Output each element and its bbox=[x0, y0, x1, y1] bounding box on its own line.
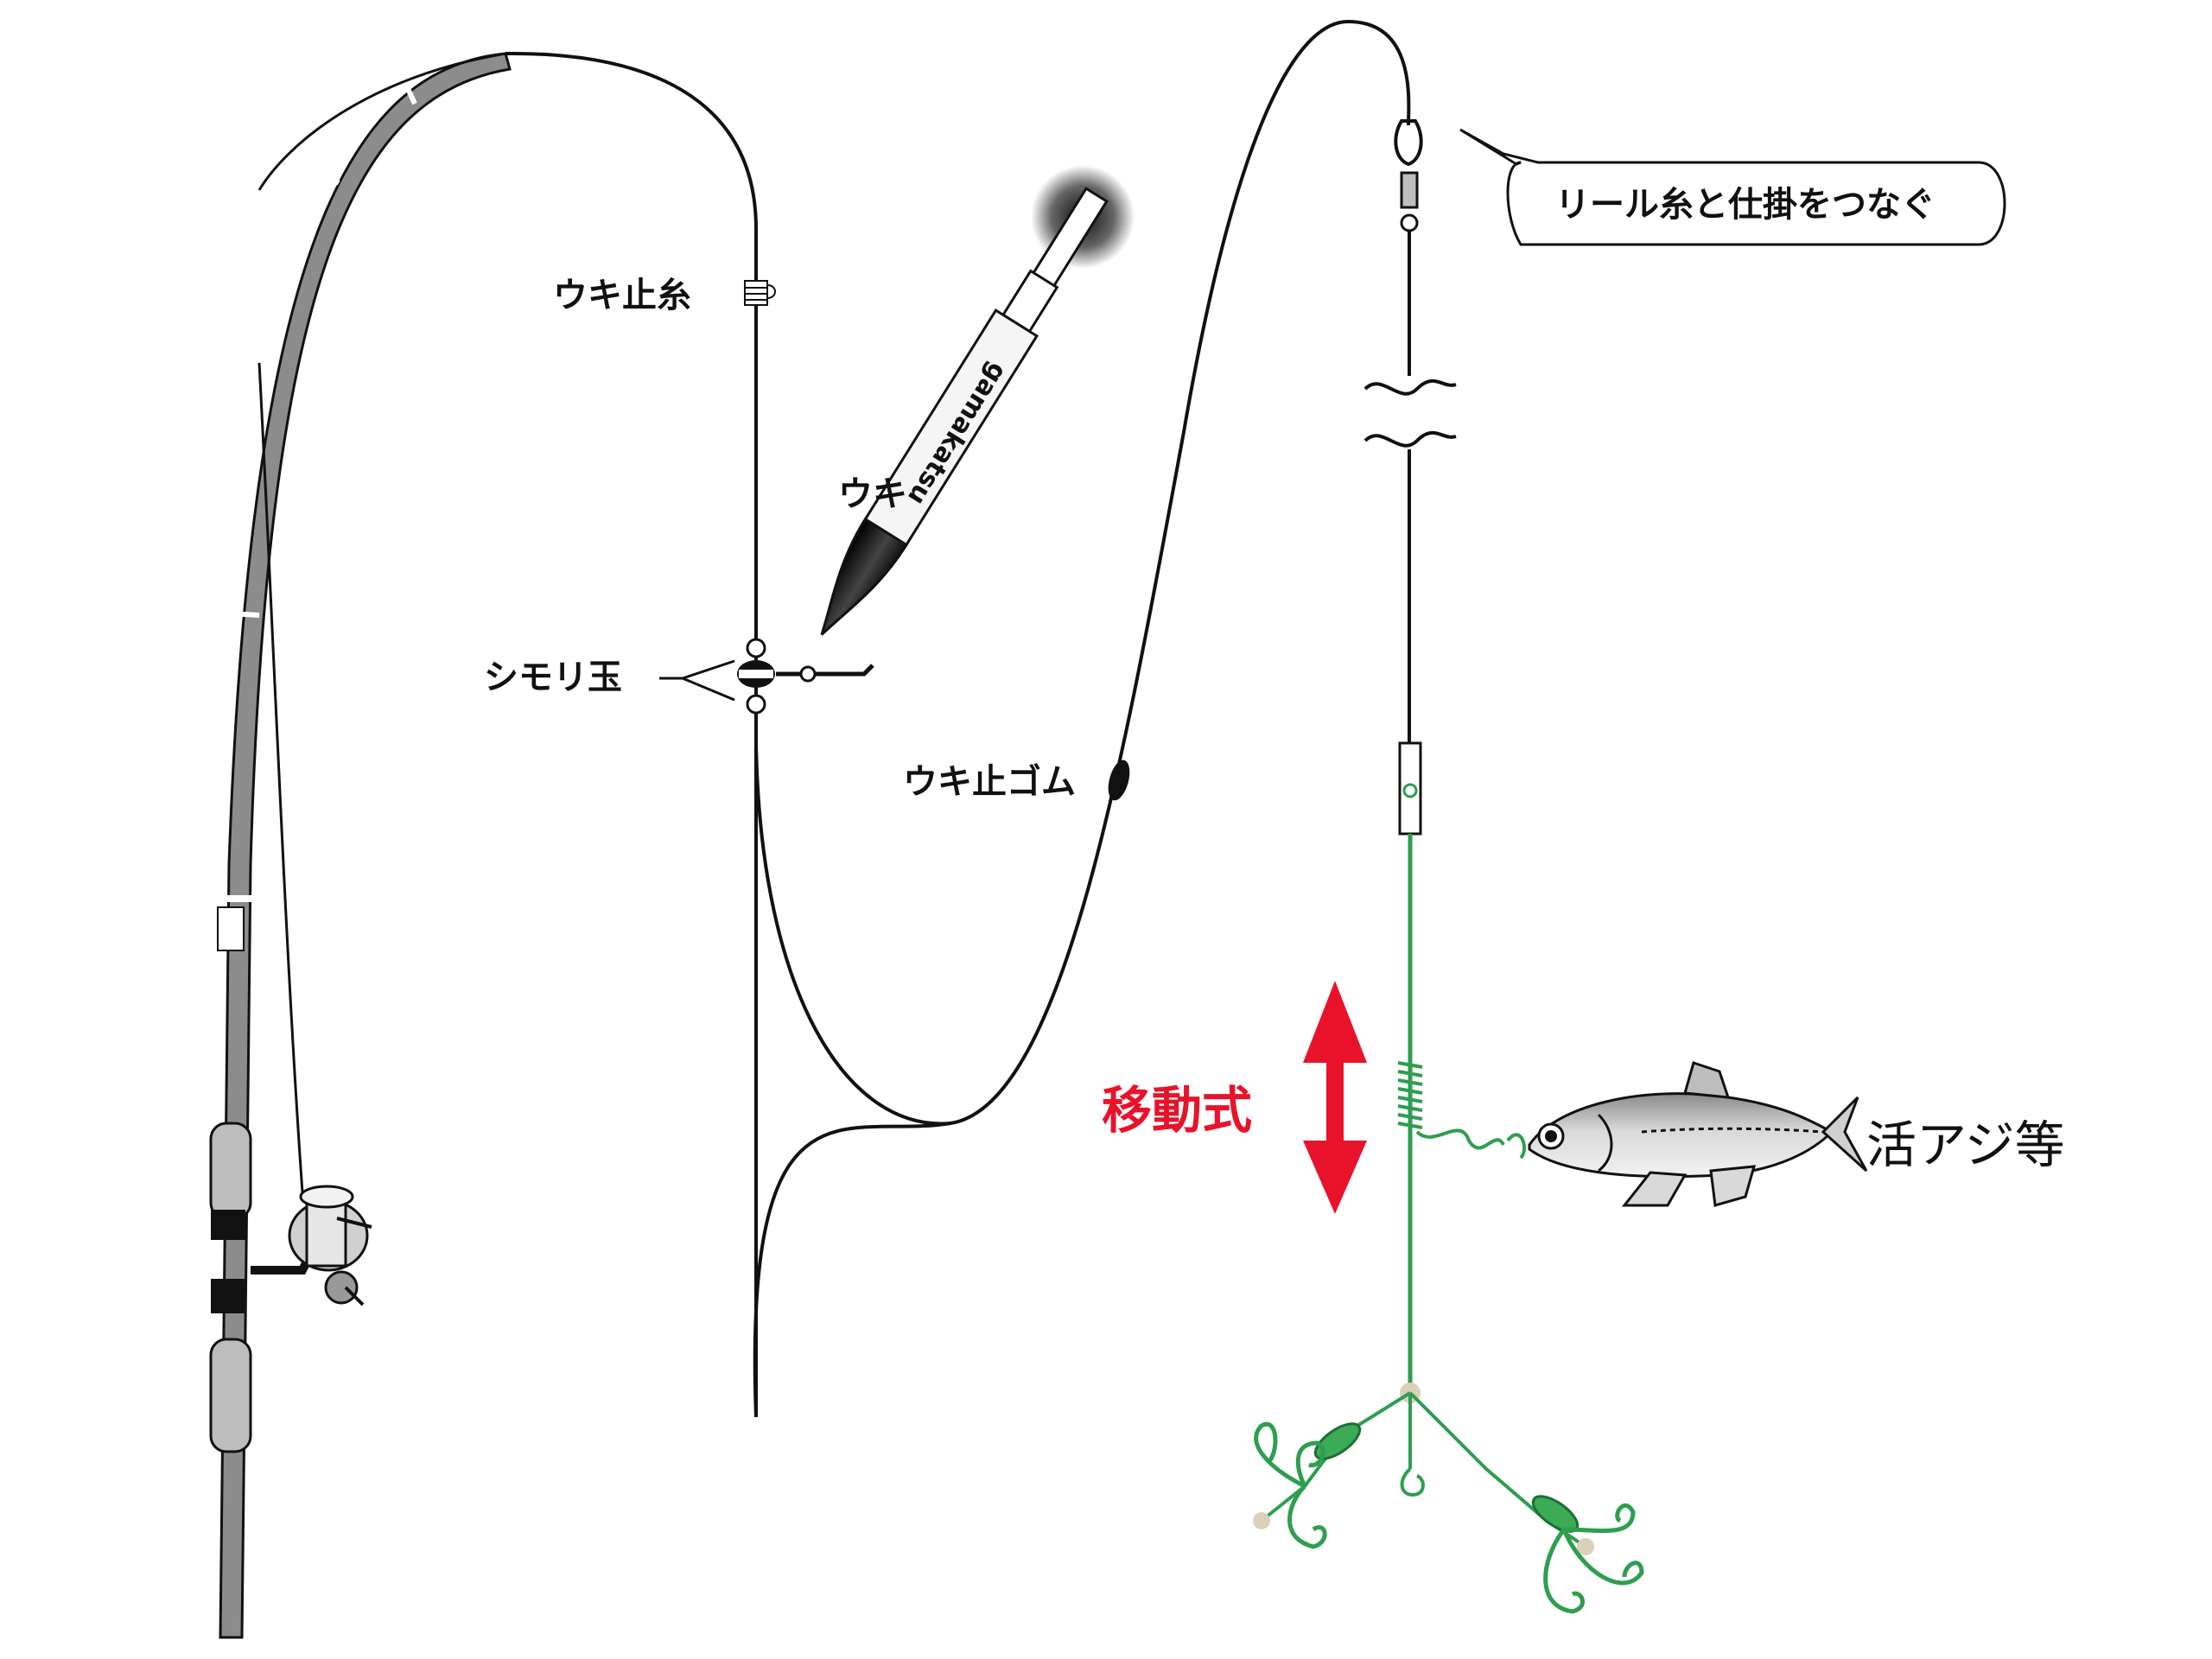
reel-bail bbox=[336, 1217, 372, 1229]
leader-coil bbox=[1397, 1061, 1423, 1129]
hook-prong bbox=[1563, 1503, 1636, 1534]
float: gamakatsu bbox=[820, 165, 1135, 636]
arrow-head-down bbox=[1303, 1141, 1367, 1214]
bead-bottom bbox=[746, 694, 766, 715]
bead-top bbox=[746, 638, 766, 658]
label-callout: リール糸と仕掛をつなぐ bbox=[1555, 185, 1936, 225]
green-leader bbox=[1260, 834, 1587, 1548]
label-stopper-knot: ウキ止糸 bbox=[553, 276, 691, 315]
rod-guide bbox=[231, 611, 260, 618]
arrow-head-up bbox=[1303, 981, 1367, 1063]
rod-line bbox=[257, 362, 304, 1193]
reel-handle bbox=[344, 1286, 365, 1306]
center-hook-eye bbox=[1400, 1467, 1425, 1497]
left-sinker bbox=[1313, 1422, 1362, 1460]
double-headed-arrow bbox=[1303, 981, 1367, 1214]
left-hook-bead bbox=[1253, 1512, 1270, 1529]
reel-seat bbox=[211, 1210, 245, 1240]
hook-prong bbox=[1287, 1484, 1327, 1549]
hook-prong bbox=[1295, 1440, 1325, 1488]
swivel-eye bbox=[1400, 213, 1419, 232]
spinning-reel bbox=[251, 1185, 372, 1306]
label-movable: 移動式 bbox=[1102, 1081, 1252, 1140]
leader-left-branch bbox=[1260, 1391, 1412, 1522]
reel-spool-top bbox=[299, 1185, 354, 1209]
hook-prong bbox=[1543, 1528, 1585, 1614]
callout-shape bbox=[1459, 128, 2006, 246]
stopper-knot-wraps bbox=[745, 287, 767, 301]
line-break-mark bbox=[1363, 378, 1457, 396]
leader-branch bbox=[1415, 1128, 1505, 1150]
rod-rear-grip bbox=[209, 1338, 252, 1453]
float-weight bbox=[820, 517, 909, 636]
rod-guide bbox=[404, 83, 417, 105]
label-bait: 活アジ等 bbox=[1866, 1116, 2065, 1174]
reel-handle-knob bbox=[324, 1270, 359, 1305]
swivel-barrel bbox=[1400, 171, 1419, 209]
snap-clip bbox=[1394, 119, 1423, 167]
fish-pupil bbox=[1545, 1130, 1557, 1142]
bead-swivel-band bbox=[739, 670, 773, 678]
stopper-rubber bbox=[1108, 760, 1130, 801]
bait-fish bbox=[1506, 1061, 1868, 1207]
hook-prong bbox=[1254, 1421, 1306, 1489]
fish-gill bbox=[1597, 1113, 1613, 1173]
fish-anal-fin bbox=[1709, 1165, 1757, 1207]
beads-leader-lines bbox=[659, 659, 735, 702]
rod-blank bbox=[219, 52, 512, 1639]
float-swivel-eye bbox=[799, 665, 817, 683]
rod-guide bbox=[320, 170, 340, 186]
stopper-knot bbox=[744, 280, 776, 306]
fish-body bbox=[1528, 1092, 1834, 1179]
float-swivel bbox=[776, 664, 874, 677]
right-hook-bead bbox=[1577, 1538, 1594, 1555]
rod-tip-line bbox=[257, 52, 506, 191]
fishing-rod bbox=[209, 52, 512, 1639]
snap-swivel bbox=[1394, 119, 1423, 232]
fish-tail bbox=[1821, 1096, 1868, 1173]
rod-joint bbox=[217, 906, 245, 951]
callout-bubble: リール糸と仕掛をつなぐ bbox=[1459, 128, 2006, 246]
rod-foregrip bbox=[209, 1122, 252, 1220]
label-stopper-rubber: ウキ止ゴム bbox=[903, 762, 1076, 802]
leader-connector bbox=[1402, 783, 1418, 798]
right-treble-hook bbox=[1543, 1503, 1644, 1614]
line-break-mark bbox=[1363, 430, 1457, 448]
label-beads: シモリ玉 bbox=[484, 658, 622, 697]
main-line bbox=[505, 19, 1411, 1418]
left-treble-hook bbox=[1253, 1421, 1327, 1549]
fish-pectoral-fin bbox=[1621, 1171, 1688, 1207]
reel-seat bbox=[211, 1279, 245, 1313]
main-line-lower bbox=[754, 700, 951, 1126]
label-float: ウキ bbox=[838, 474, 907, 514]
fish-hook bbox=[1506, 1133, 1526, 1160]
fish-lateral-line bbox=[1641, 1127, 1824, 1134]
fish-dorsal-fin bbox=[1683, 1061, 1731, 1099]
hook-prong bbox=[1561, 1529, 1644, 1586]
stopper-knot-tag bbox=[766, 284, 776, 299]
beads bbox=[737, 638, 775, 715]
